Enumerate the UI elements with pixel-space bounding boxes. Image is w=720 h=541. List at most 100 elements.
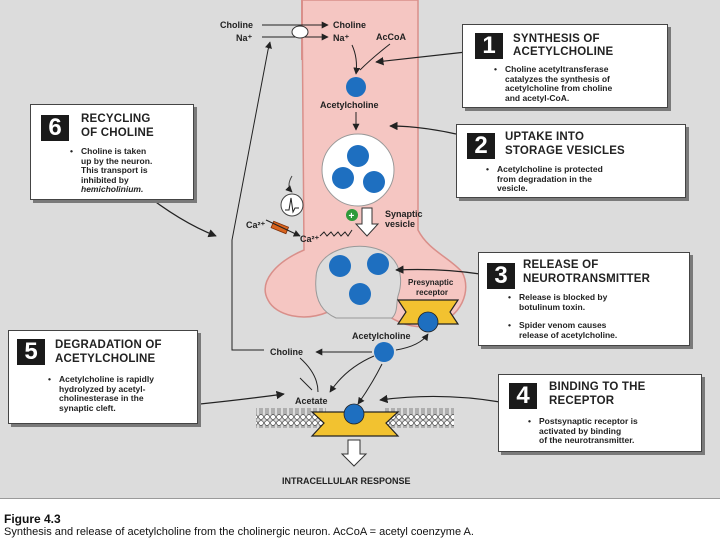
label-presynaptic-1: Presynaptic <box>408 278 454 287</box>
step-number-1: 1 <box>475 33 503 59</box>
label-acetylcholine-cleft: Acetylcholine <box>352 331 411 341</box>
vesicle-molecule <box>347 145 369 167</box>
bullet-line: botulinum toxin. <box>519 301 586 312</box>
callout-title-line: UPTAKE INTO <box>505 131 585 143</box>
choline-recycling-path <box>231 41 272 351</box>
acetate-down-arrow <box>299 377 313 391</box>
callout-bullet: Acetylcholine is protected from degradat… <box>486 164 603 194</box>
callout-title-line: SYNTHESIS OF <box>513 33 600 45</box>
released-molecule <box>367 253 389 275</box>
step-number-2: 2 <box>467 133 495 159</box>
bullet-line: Choline acetyltransferase <box>505 64 609 74</box>
callout-title-line: BINDING TO THE <box>549 381 646 393</box>
callout-title-line: OF CHOLINE <box>81 127 154 139</box>
choline-to-acetate-arrow <box>299 357 319 393</box>
vesicle-molecule <box>363 171 385 193</box>
bullet-line: Acetylcholine is rapidly <box>59 374 154 384</box>
callout-recycling: 6 RECYCLING OF CHOLINE Choline is taken … <box>30 104 194 200</box>
figure-caption: Figure 4.3 Synthesis and release of acet… <box>0 498 720 541</box>
vesicle-release-arrow <box>354 207 380 237</box>
label-ca-inside: Ca²⁺ <box>300 234 320 244</box>
acetylcholine-molecule <box>346 77 366 97</box>
bullet-line-italic: hemicholinium. <box>81 184 144 194</box>
callout-binding: 4 BINDING TO THE RECEPTOR Postsynaptic r… <box>498 374 702 452</box>
callout-synthesis: 1 SYNTHESIS OF ACETYLCHOLINE Choline ace… <box>462 24 668 108</box>
callout-bullet: Choline acetyltransferase catalyzes the … <box>494 64 613 103</box>
cholinergic-synapse-diagram: Choline Na⁺ Choline Na⁺ AcCoA Acetylchol… <box>139 0 501 486</box>
label-acetate: Acetate <box>295 396 328 406</box>
callout-title-line: ACETYLCHOLINE <box>55 353 156 365</box>
callout-title-line: RECYCLING <box>81 113 151 125</box>
pointer-4 <box>379 394 501 404</box>
calcium-activation-icon <box>346 209 358 221</box>
label-synaptic-vesicle-1: Synaptic <box>385 209 423 219</box>
callout-bullet: Postsynaptic receptor is activated by bi… <box>528 416 638 446</box>
label-acetylcholine-top: Acetylcholine <box>320 100 379 110</box>
diagram-stage: Choline Na⁺ Choline Na⁺ AcCoA Acetylchol… <box>0 0 720 498</box>
label-accoa: AcCoA <box>376 32 407 42</box>
callout-bullet: Release is blocked by botulinum toxin. <box>508 292 608 312</box>
postsynaptic-membrane-left <box>256 408 326 428</box>
bullet-line: vesicle. <box>497 183 528 193</box>
step-number-4: 4 <box>509 383 537 409</box>
callout-title-line: RECEPTOR <box>549 395 615 407</box>
bullet-line: Postsynaptic receptor is <box>539 416 638 426</box>
step-number-5: 5 <box>17 339 45 365</box>
bullet-line: catalyzes the synthesis of <box>505 73 610 84</box>
step-number-3: 3 <box>487 263 515 289</box>
callout-title-line: DEGRADATION OF <box>55 339 162 351</box>
cleft-acetylcholine <box>374 342 394 362</box>
bullet-line: release of acetylcholine. <box>519 329 618 340</box>
bullet-line: hydrolyzed by acetyl- <box>59 383 146 394</box>
callout-degradation: 5 DEGRADATION OF ACETYLCHOLINE Acetylcho… <box>8 330 198 424</box>
bullet-line: from degradation in the <box>497 173 592 184</box>
bullet-line: Acetylcholine is protected <box>497 164 603 174</box>
label-na-inside: Na⁺ <box>333 33 350 43</box>
callout-title-line: NEUROTRANSMITTER <box>523 273 651 285</box>
bullet-line: Choline is taken <box>81 146 147 156</box>
storage-vesicle <box>321 133 395 207</box>
signal-arrow <box>285 175 293 193</box>
label-na-outside: Na⁺ <box>236 33 253 43</box>
bullet-line: synaptic cleft. <box>59 402 116 413</box>
to-receptor-arrow <box>357 363 383 405</box>
label-choline-cleft: Choline <box>270 347 303 357</box>
callout-release: 3 RELEASE OF NEUROTRANSMITTER Release is… <box>478 252 690 346</box>
callout-title-line: ACETYLCHOLINE <box>513 46 614 58</box>
figure-caption-text: Synthesis and release of acetylcholine f… <box>4 526 474 538</box>
released-molecule <box>349 283 371 305</box>
figure-number: Figure 4.3 <box>4 512 61 526</box>
vesicle-molecule <box>332 167 354 189</box>
bullet-line: Spider venom causes <box>519 320 607 330</box>
bullet-line: inhibited by <box>81 174 129 185</box>
bullet-line: This transport is <box>81 165 148 175</box>
callout-title-line: RELEASE OF <box>523 259 599 271</box>
callout-uptake: 2 UPTAKE INTO STORAGE VESICLES Acetylcho… <box>456 124 686 198</box>
postsynaptic-membrane-right <box>384 408 454 428</box>
pointer-5 <box>199 390 285 405</box>
fusing-vesicle <box>315 245 402 319</box>
intracellular-arrow <box>340 439 368 467</box>
presynaptic-binding-arrow <box>395 333 429 351</box>
bound-acetylcholine <box>343 403 365 425</box>
released-molecule <box>329 255 351 277</box>
bullet-line: up by the neuron. <box>81 155 153 166</box>
bullet-line: Release is blocked by <box>519 292 608 302</box>
label-synaptic-vesicle-2: vesicle <box>385 219 415 229</box>
bullet-line: of the neurotransmitter. <box>539 435 635 445</box>
calcium-plus-sign: + <box>349 211 355 222</box>
accoa-arrow <box>359 43 391 71</box>
callout-bullet: Spider venom causes release of acetylcho… <box>508 320 618 340</box>
label-choline-inside: Choline <box>333 20 366 30</box>
label-ca-outside: Ca²⁺ <box>246 220 266 230</box>
synthesis-arrow <box>351 44 361 75</box>
bullet-line: activated by binding <box>539 425 622 436</box>
label-choline-outside: Choline <box>220 20 253 30</box>
pointer-1 <box>375 51 467 66</box>
callout-bullet: Acetylcholine is rapidly hydrolyzed by a… <box>48 374 154 413</box>
presynaptic-receptor-ligand <box>417 311 439 333</box>
callout-title-line: STORAGE VESICLES <box>505 145 625 157</box>
to-acetate-arrow <box>329 355 375 393</box>
bullet-line: acetylcholine from choline <box>505 83 613 93</box>
bullet-line: cholinesterase in the <box>59 393 144 403</box>
